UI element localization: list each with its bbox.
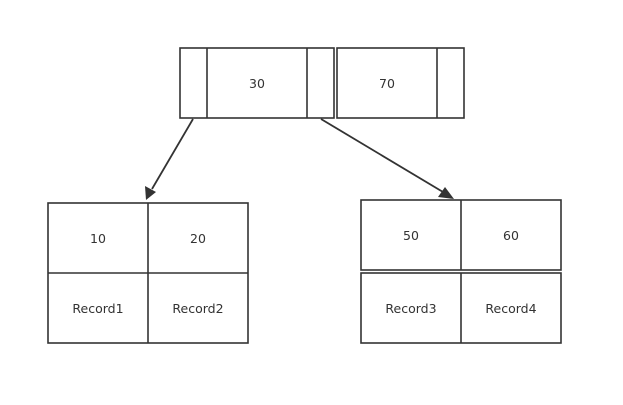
edge-root-to-left	[151, 118, 194, 190]
root-right-cell	[336, 47, 465, 119]
arrowhead-right	[438, 187, 454, 199]
edges	[145, 118, 454, 200]
arrowhead-left	[145, 186, 156, 200]
root-left-cell	[179, 47, 335, 119]
left-leaf-key-10: 10	[90, 231, 106, 246]
root-key-70: 70	[379, 76, 395, 91]
root-node: 30 70	[179, 47, 465, 119]
left-leaf-node: 10 20 Record1 Record2	[47, 202, 249, 344]
right-leaf-key-60: 60	[503, 228, 519, 243]
right-leaf-record-3: Record3	[385, 301, 436, 316]
edge-root-to-right	[320, 118, 444, 193]
right-leaf-record-4: Record4	[485, 301, 536, 316]
right-leaf-key-50: 50	[403, 228, 419, 243]
right-leaf-node: 50 60 Record3 Record4	[360, 199, 562, 344]
left-leaf-record-1: Record1	[72, 301, 123, 316]
root-key-30: 30	[249, 76, 265, 91]
left-leaf-record-2: Record2	[172, 301, 223, 316]
left-leaf-key-20: 20	[190, 231, 206, 246]
